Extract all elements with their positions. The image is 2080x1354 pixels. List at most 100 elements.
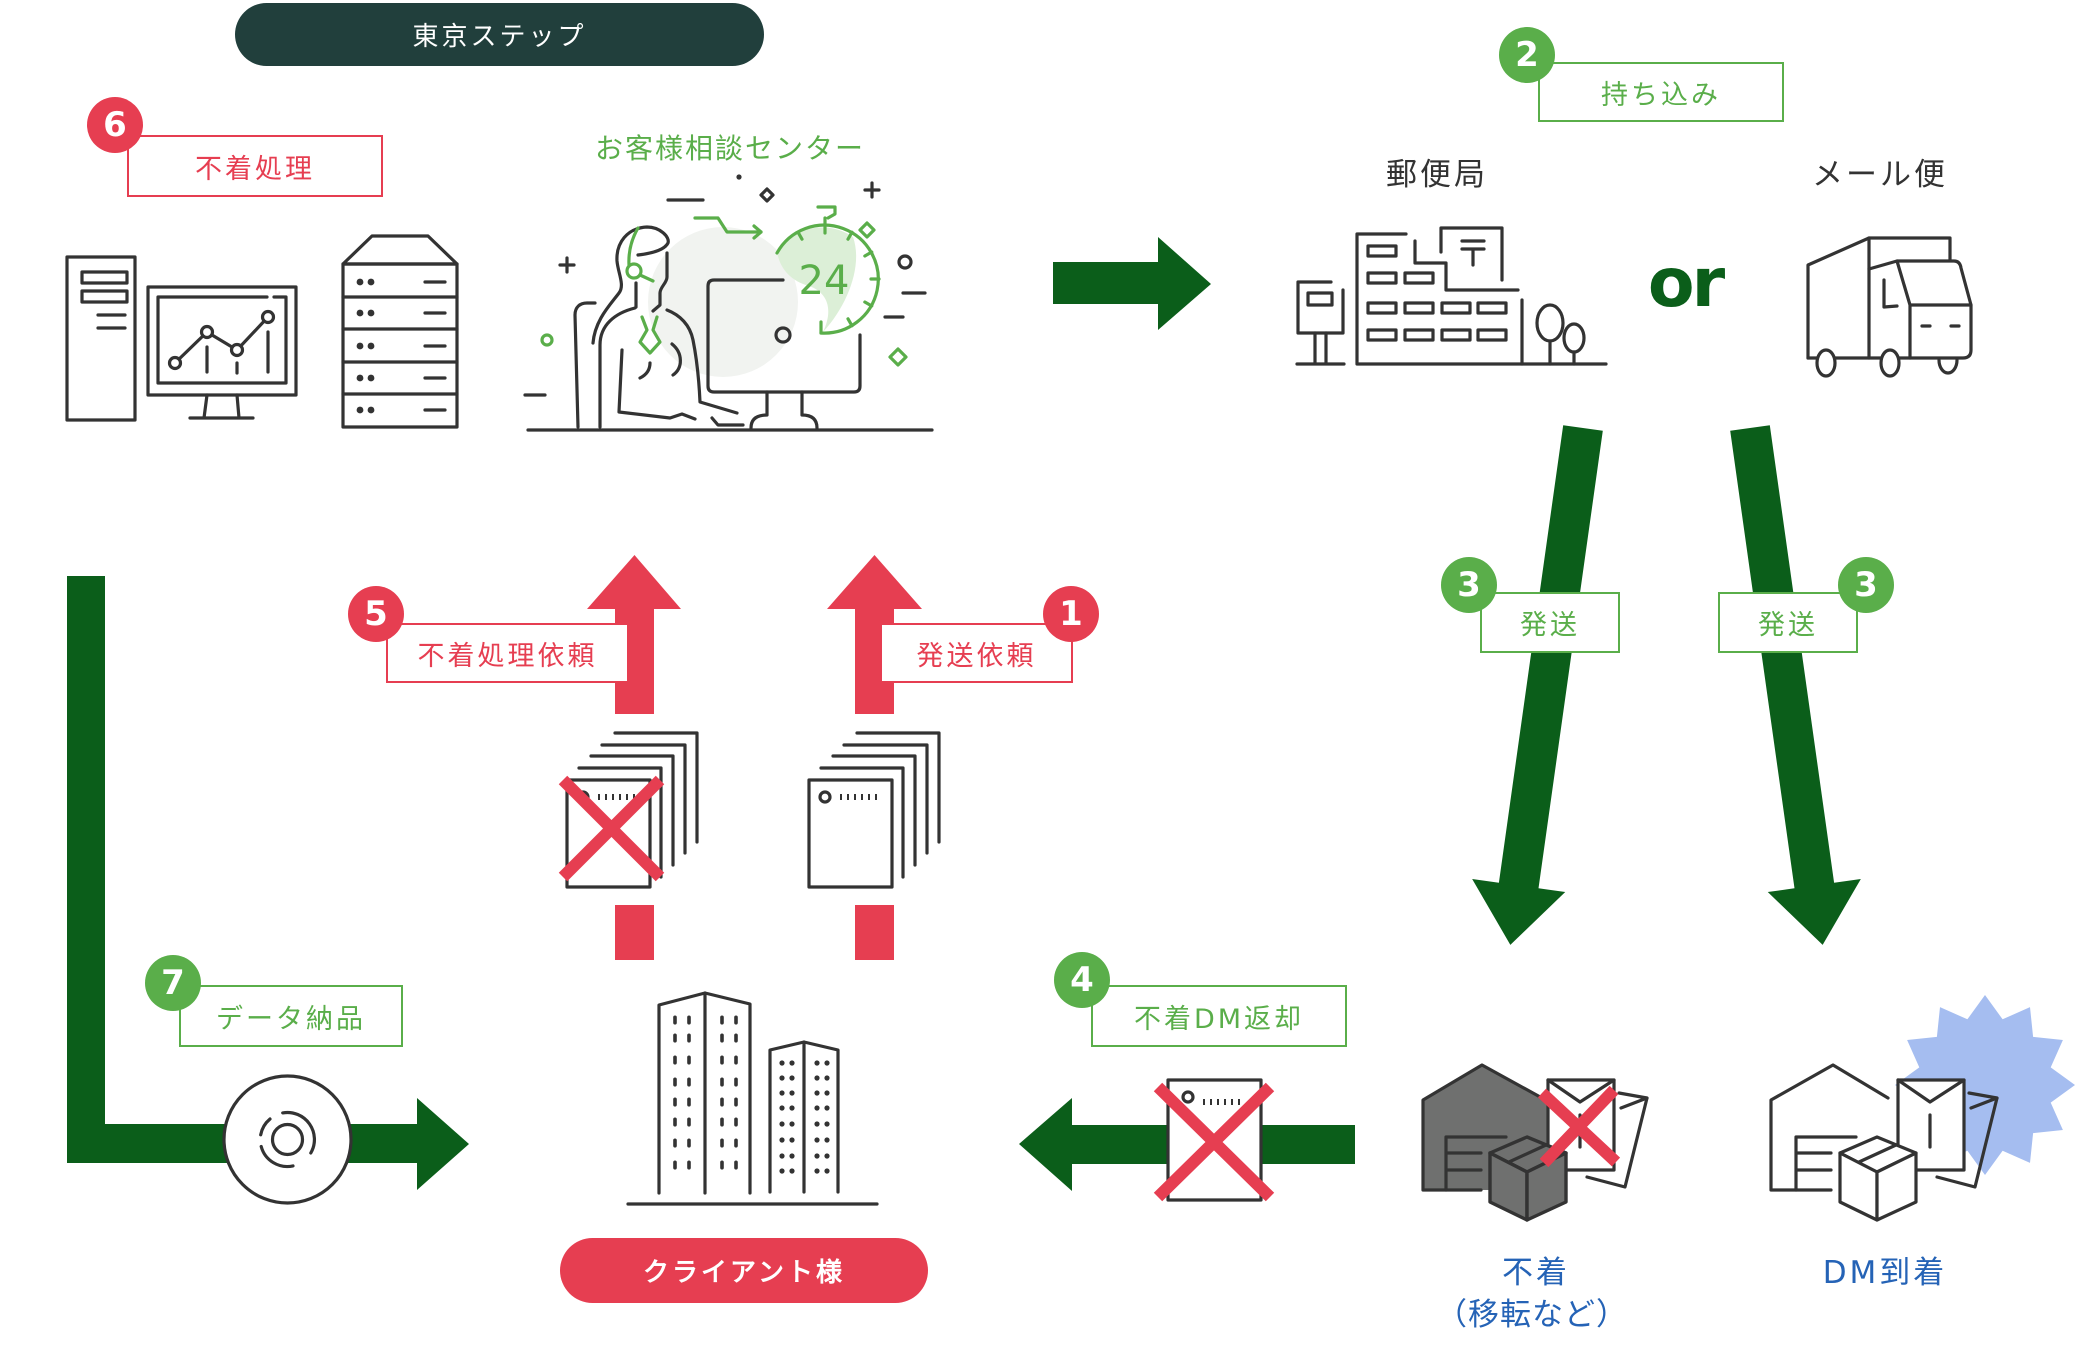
window — [789, 1121, 795, 1127]
status-light — [356, 374, 364, 382]
arrow-down-to-delivered-icon — [1730, 425, 1861, 945]
step-2-label-box: 持ち込み — [1538, 62, 1784, 122]
window — [734, 1097, 738, 1107]
document-layer — [613, 731, 699, 844]
window — [779, 1153, 785, 1159]
wheel-icon — [1879, 348, 1901, 378]
headset-earpiece — [625, 262, 643, 280]
step-3-mail-label: 発送 — [1758, 610, 1818, 641]
window — [789, 1153, 795, 1159]
rack-body — [341, 262, 459, 429]
arrow-path — [693, 216, 763, 234]
head-outline — [591, 225, 670, 345]
destination-icons — [1421, 995, 2075, 1222]
house-door-lines — [1794, 1135, 1858, 1192]
right-shoulder-arm — [665, 308, 739, 415]
diamond-icon — [759, 187, 775, 203]
window — [673, 1015, 677, 1025]
arrow-head-shaft — [587, 555, 681, 714]
step-3-post-badge: 3 — [1441, 557, 1497, 613]
disc-groove — [281, 1110, 316, 1155]
arrow-tail-segment — [855, 905, 894, 960]
window — [1403, 271, 1435, 285]
disc-outer — [222, 1074, 353, 1205]
window — [814, 1137, 820, 1143]
operator-person — [573, 225, 745, 429]
rack-unit-indicators — [356, 278, 447, 414]
background-circle — [648, 227, 798, 377]
step-2-badge: 2 — [1499, 27, 1555, 83]
window — [720, 1138, 724, 1148]
window — [1366, 328, 1398, 342]
window — [824, 1137, 830, 1143]
window — [673, 1160, 677, 1170]
step-6-label: 不着処理 — [195, 153, 315, 185]
building-windows — [1366, 244, 1508, 342]
window — [824, 1060, 830, 1066]
window — [1403, 328, 1435, 342]
document-layer — [855, 731, 941, 844]
tree-icon — [1562, 322, 1586, 354]
window — [779, 1105, 785, 1111]
chart-point — [199, 324, 215, 340]
arrow-shape — [1730, 425, 1861, 945]
headset-mic — [638, 273, 655, 283]
arrow-head-shaft — [827, 555, 922, 714]
window — [1440, 301, 1472, 315]
arrow-up-shipping-request-icon — [827, 555, 922, 960]
window — [720, 1160, 724, 1170]
clock-tick — [863, 250, 874, 258]
desktop-tower-icon — [65, 255, 137, 422]
shipping-documents-icon — [807, 731, 941, 889]
status-light — [367, 374, 375, 382]
window — [789, 1090, 795, 1096]
disc-groove — [259, 1144, 295, 1169]
x-mark-icon — [1537, 1085, 1621, 1168]
delivered-label: DM到着 — [1822, 1255, 1948, 1291]
monitor-frame — [146, 285, 298, 397]
monitor-chart-icon — [146, 285, 298, 420]
letter-back — [1585, 1096, 1649, 1189]
window — [779, 1168, 785, 1174]
clock-tick — [846, 230, 854, 241]
arrow-data-delivery-icon — [67, 576, 469, 1190]
chair — [573, 301, 597, 429]
step-6-badge: 6 — [87, 97, 143, 153]
step-1-badge: 1 — [1043, 586, 1099, 642]
window — [734, 1055, 738, 1065]
torso-curve — [638, 361, 652, 380]
decorations — [523, 174, 927, 397]
status-light — [356, 406, 364, 414]
or-label: or — [1647, 244, 1725, 323]
x-mark-icon — [558, 775, 665, 882]
window — [1366, 301, 1398, 315]
plus-icon — [863, 181, 881, 199]
step-1-label-box: 発送依頼 — [880, 623, 1073, 683]
monitor-screen — [156, 295, 288, 385]
mail-hole — [1181, 1090, 1195, 1104]
window — [824, 1090, 830, 1096]
keyboard — [710, 416, 745, 427]
box-tape — [1507, 1143, 1548, 1164]
window — [814, 1121, 820, 1127]
house-outline — [1421, 1063, 1544, 1192]
step-7-label: データ納品 — [216, 1003, 366, 1035]
letter-back — [1617, 1091, 1649, 1110]
left-shoulder — [598, 306, 637, 429]
window — [673, 1117, 677, 1127]
postal-sign — [1439, 226, 1504, 282]
incoming-arrow-icon — [693, 216, 763, 240]
window — [687, 1077, 691, 1087]
window — [720, 1033, 724, 1043]
step-3-mail-label-box: 発送 — [1718, 592, 1858, 653]
clock-24-text: 24 — [799, 258, 850, 304]
window — [779, 1137, 785, 1143]
house-outline — [1769, 1063, 1890, 1192]
truck-cargo — [1806, 236, 1952, 360]
window — [734, 1015, 738, 1025]
headset-band — [627, 226, 640, 267]
window — [720, 1097, 724, 1107]
window — [673, 1077, 677, 1087]
document-front — [807, 778, 894, 889]
window — [824, 1168, 830, 1174]
